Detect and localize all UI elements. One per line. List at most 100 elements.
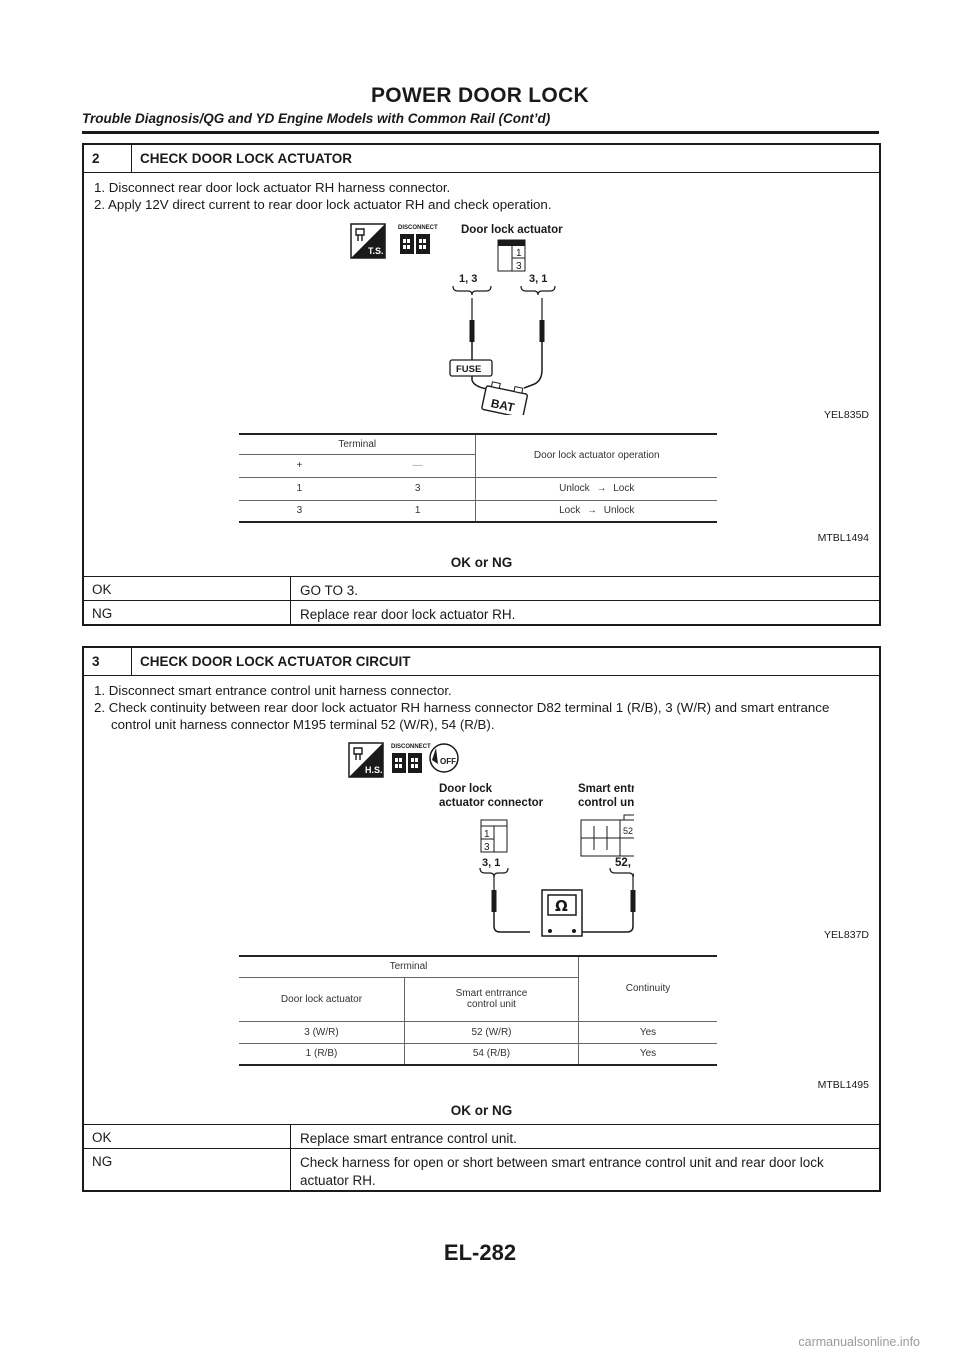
- operation-from: Lock: [559, 505, 581, 517]
- column-header-line: Smart entrrance: [455, 988, 528, 999]
- figure-code: YEL837D: [824, 929, 869, 941]
- result-value: Replace smart entrance control unit.: [300, 1131, 517, 1146]
- disconnect-label: DISCONNECT: [398, 225, 438, 231]
- ignition-off-icon: OFF: [429, 743, 459, 773]
- instruction-line: 2. Apply 12V direct current to rear door…: [94, 197, 552, 212]
- header-rule: [82, 131, 879, 134]
- column-header-line: control unit: [467, 999, 516, 1010]
- minus-header: —: [359, 454, 477, 478]
- continuity-test-diagram: H.S. DISCONNECT OFF Door lock Door lock …: [348, 742, 634, 878]
- instruction-line: 1. Disconnect rear door lock actuator RH…: [94, 180, 451, 195]
- step-number: 3: [84, 648, 132, 675]
- page-title: POWER DOOR LOCK: [371, 84, 589, 107]
- continuity-table: Terminal Continuity Door lock actuator S…: [239, 955, 717, 1066]
- ok-or-ng-label: OK or NG: [450, 555, 513, 570]
- table-cell: 3 (W/R): [239, 1021, 405, 1044]
- result-key: OK: [92, 582, 112, 597]
- column-header: Smart entrrance control unit: [404, 977, 579, 1022]
- table-cell: 3: [239, 500, 360, 523]
- table-cell: Lock → Unlock: [475, 500, 717, 523]
- disconnect-icon: DISCONNECT: [391, 744, 431, 773]
- figure-code: YEL835D: [824, 409, 869, 421]
- disconnect-icon: DISCONNECT: [398, 225, 438, 254]
- step-title: CHECK DOOR LOCK ACTUATOR: [140, 151, 352, 166]
- harness-side-icon: H.S.: [348, 742, 384, 778]
- operation-to: Lock: [613, 483, 635, 494]
- ohm-symbol: Ω: [555, 897, 568, 915]
- result-key: OK: [92, 1130, 112, 1145]
- result-value: Check harness for open or short between …: [300, 1155, 824, 1188]
- step-instructions: 1. Disconnect smart entrance control uni…: [84, 676, 879, 733]
- ok-or-ng-label: OK or NG: [450, 1103, 513, 1118]
- step-title: CHECK DOOR LOCK ACTUATOR CIRCUIT: [140, 654, 411, 669]
- arrow-icon: →: [596, 483, 607, 494]
- arrow-icon: →: [587, 505, 597, 517]
- step-number: 2: [84, 145, 132, 172]
- table-cell: 1 (R/B): [239, 1043, 405, 1066]
- diagnosis-step-2: 2 CHECK DOOR LOCK ACTUATOR 1. Disconnect…: [82, 143, 881, 626]
- connector-title: actuator connector: [439, 797, 544, 809]
- table-cell: Unlock → Lock: [475, 477, 717, 501]
- result-key: NG: [92, 606, 113, 621]
- door-lock-actuator-connector: 1 3: [497, 239, 526, 272]
- connector-title: Door lock actuator: [461, 224, 563, 236]
- instruction-line: 1. Disconnect smart entrance control uni…: [94, 683, 452, 698]
- result-divider: [290, 1125, 291, 1149]
- pin-label: 52: [623, 826, 633, 836]
- operation-table: Terminal Door lock actuator operation + …: [239, 433, 717, 523]
- terminal-header: Terminal: [239, 433, 477, 455]
- operation-header: Door lock actuator operation: [475, 433, 717, 478]
- operation-from: Unlock: [559, 483, 590, 494]
- probe-label: 3, 1: [529, 273, 547, 285]
- result-divider: [290, 1149, 291, 1191]
- table-cell: Yes: [578, 1021, 717, 1044]
- plus-header: +: [239, 454, 360, 478]
- probe-label: 52, 54: [615, 857, 634, 869]
- table-cell: 1: [359, 500, 477, 523]
- page-number: EL-282: [443, 1240, 517, 1265]
- multimeter-diagram: Ω: [491, 876, 636, 937]
- diagnosis-step-3: 3 CHECK DOOR LOCK ACTUATOR CIRCUIT 1. Di…: [82, 646, 881, 1192]
- pin-label: 3: [484, 842, 490, 853]
- operation-to: Unlock: [603, 505, 635, 517]
- smart-entrance-connector: 52 54: [580, 814, 634, 857]
- result-row-ng: NG Check harness for open or short betwe…: [84, 1148, 879, 1191]
- connector-title: Door lock: [439, 783, 493, 795]
- pin-label: 3: [516, 261, 522, 272]
- battery-label: BAT: [490, 396, 517, 415]
- terminal-header: Terminal: [239, 955, 579, 978]
- table-cell: 3: [359, 477, 477, 501]
- table-cell: 54 (R/B): [404, 1043, 579, 1066]
- page-subtitle: Trouble Diagnosis/QG and YD Engine Model…: [82, 111, 551, 126]
- table-cell: 52 (W/R): [404, 1021, 579, 1044]
- step-header: 3 CHECK DOOR LOCK ACTUATOR CIRCUIT: [84, 648, 879, 676]
- result-divider: [290, 601, 291, 625]
- watermark: carmanualsonline.info: [798, 1335, 920, 1349]
- disconnect-label: DISCONNECT: [391, 744, 431, 750]
- step-instructions: 1. Disconnect rear door lock actuator RH…: [84, 173, 879, 213]
- probe-label: 3, 1: [482, 857, 500, 869]
- result-row-ok: OK Replace smart entrance control unit.: [84, 1124, 879, 1149]
- battery-icon: BAT: [481, 381, 528, 415]
- probe-label: 1, 3: [459, 273, 477, 285]
- ts-label: T.S.: [368, 246, 384, 256]
- result-row-ok: OK GO TO 3.: [84, 576, 879, 601]
- result-value: GO TO 3.: [300, 583, 359, 598]
- connector-title: Smart entrance: [578, 783, 634, 795]
- door-lock-actuator-connector: 1 3: [480, 819, 508, 853]
- pin-label: 1: [484, 829, 490, 840]
- pin-label: 1: [516, 248, 522, 259]
- instruction-line: 2. Check continuity between rear door lo…: [94, 700, 830, 732]
- result-value: Replace rear door lock actuator RH.: [300, 607, 516, 622]
- continuity-header: Continuity: [578, 955, 717, 1022]
- figure-code: MTBL1494: [817, 532, 869, 544]
- ohmmeter-icon: Ω: [541, 889, 583, 937]
- actuator-test-diagram: T.S. DISCONNECT Door lock actuator 1 3 1…: [350, 223, 563, 415]
- column-header: Door lock actuator: [239, 977, 405, 1022]
- fuse-icon: FUSE: [449, 359, 493, 377]
- table-cell: Yes: [578, 1043, 717, 1066]
- result-row-ng: NG Replace rear door lock actuator RH.: [84, 600, 879, 625]
- step-header: 2 CHECK DOOR LOCK ACTUATOR: [84, 145, 879, 173]
- fuse-label: FUSE: [456, 364, 481, 375]
- hs-label: H.S.: [365, 765, 383, 775]
